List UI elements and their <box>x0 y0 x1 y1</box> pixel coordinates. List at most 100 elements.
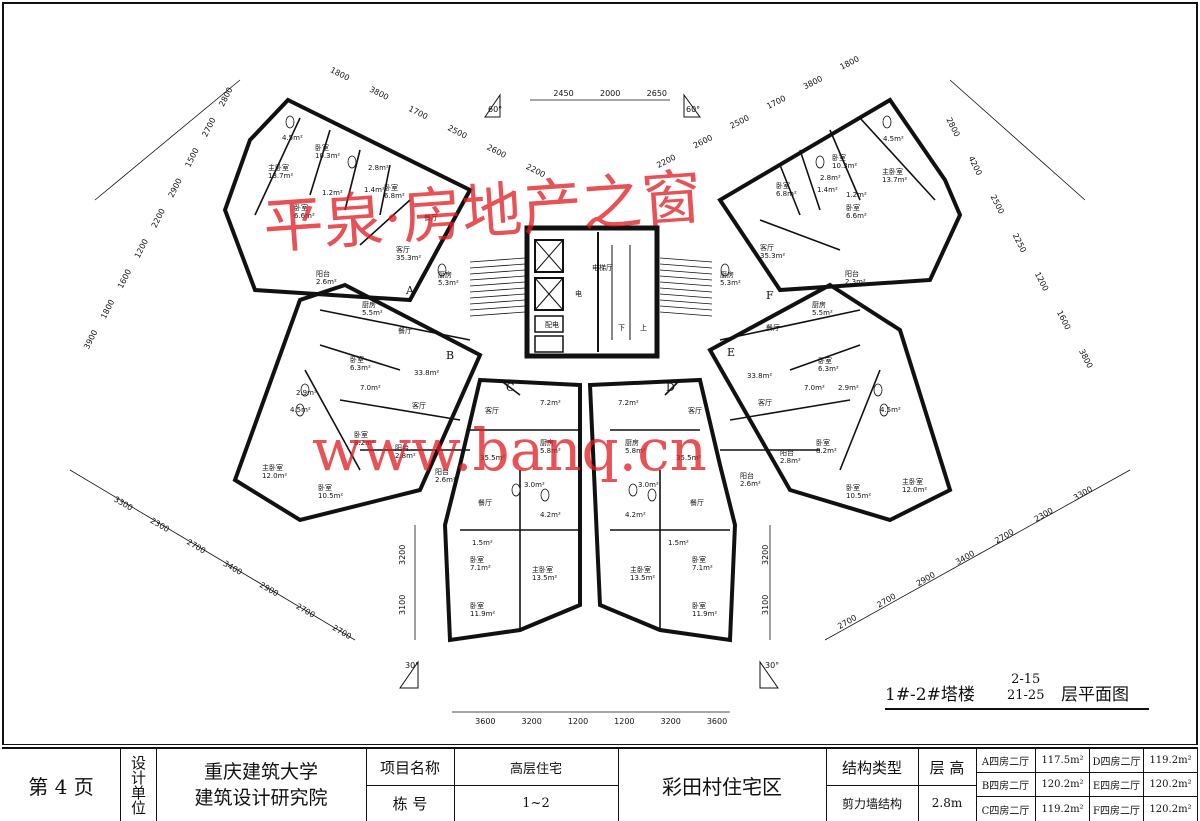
partition-wall <box>759 219 841 251</box>
room-area: 13.7m² <box>268 172 293 180</box>
dimension-label: 1600 <box>116 268 133 290</box>
toilet-fixture <box>300 383 310 397</box>
partition-wall <box>339 399 461 421</box>
room-name: 阳台 <box>316 269 330 278</box>
angle-label: 60° <box>488 105 502 114</box>
district-name: 彩田村住宅区 <box>662 774 782 799</box>
dimension-label: 2700 <box>331 623 353 641</box>
dimension-label: 3800 <box>368 85 390 102</box>
room-name: 厨房 <box>625 438 639 447</box>
unit-e-outline <box>707 282 953 523</box>
room-area: 8.2m² <box>816 447 837 455</box>
dimension-label: 2600 <box>692 133 714 150</box>
plan-title-floors-bottom: 21-25 <box>1007 688 1045 703</box>
dimension-label: 2450 <box>553 89 573 98</box>
floor-height-value: 2.8m <box>931 796 963 810</box>
room-area: 35.3m² <box>760 252 785 260</box>
dimension-label: 4200 <box>966 155 983 177</box>
room-area: 11.9m² <box>692 610 717 618</box>
stair-tread <box>469 275 526 281</box>
dimension-label: 1200 <box>614 717 634 726</box>
partition-wall <box>779 164 801 216</box>
plan-title-suffix: 层平面图 <box>1061 685 1129 705</box>
stair-tread <box>659 293 713 299</box>
project-name-label: 项目名称 <box>379 758 440 777</box>
room-area: 7.2m² <box>618 399 639 407</box>
room-area: 33.8m² <box>747 372 772 380</box>
room-name: 卧室 <box>470 601 484 610</box>
stair-tread <box>469 269 526 275</box>
unit-a-outline <box>222 97 473 303</box>
unit-letter: E <box>727 346 735 359</box>
room-name: 厨房 <box>812 300 826 309</box>
room-area: 2.6m² <box>740 480 761 488</box>
plan-title-main: 1#-2#塔楼 <box>885 685 975 705</box>
plan-title-underline <box>885 708 1149 710</box>
core-block <box>469 225 713 359</box>
dimension-label: 1200 <box>568 717 588 726</box>
dimension-label: 1800 <box>838 54 860 71</box>
room-name: 主卧室 <box>268 163 289 172</box>
partition-wall <box>729 399 851 421</box>
dimension-label: 2900 <box>167 177 184 199</box>
unit-area-cell: 120.2m² <box>1144 773 1198 797</box>
stair-tread <box>659 287 713 293</box>
room-area: 2.6m² <box>435 476 456 484</box>
toilet-fixture <box>285 115 295 129</box>
dimension-lines <box>69 79 1131 713</box>
room-area: 35.5m² <box>480 454 505 462</box>
room-area: 2.9m² <box>838 384 859 392</box>
room-name: 卧室 <box>318 483 332 492</box>
room-area: 5.8m² <box>625 447 646 455</box>
unit-type-cell: E四房二厅 <box>1090 773 1144 797</box>
dimension-label: 2200 <box>150 207 167 229</box>
stair-tread <box>469 257 526 263</box>
room-area: 2.8m² <box>820 174 841 182</box>
dimension-label: 2000 <box>600 89 620 98</box>
room-name: 餐厅 <box>478 498 492 507</box>
room-name: 卧室 <box>692 555 706 564</box>
org-line2: 建筑设计研究院 <box>194 787 328 809</box>
unit-area-cell: 120.2m² <box>1036 773 1090 797</box>
unit-type-cell: B四房二厅 <box>976 773 1036 797</box>
unit-area-cell: 120.2m² <box>1144 797 1198 821</box>
dimension-label: 3300 <box>112 495 134 513</box>
room-name: 主卧室 <box>630 565 651 574</box>
unit-area-cell: 119.2m² <box>1144 749 1198 773</box>
room-area: 2.6m² <box>316 278 337 286</box>
room-area: 4.5m² <box>883 135 904 143</box>
room-area: 1.2m² <box>846 191 867 199</box>
room-name: 卧室 <box>294 203 308 212</box>
dimension-label: 3600 <box>475 717 495 726</box>
core-label: 电 <box>575 289 582 298</box>
dimension-label: 3400 <box>222 559 244 577</box>
room-name: 餐厅 <box>690 498 704 507</box>
page-number: 第 4 页 <box>28 774 94 799</box>
toilet-fixture <box>540 488 550 502</box>
room-area: 2.8m² <box>780 457 801 465</box>
unit-letter: C <box>506 381 514 394</box>
dimension-label: 3400 <box>954 549 976 567</box>
toilet-fixture <box>720 263 730 277</box>
dimension-label: 3200 <box>398 545 407 565</box>
core-label: 电梯厅 <box>592 263 613 272</box>
room-area: 2.8m² <box>368 164 389 172</box>
dimension-label: 1700 <box>407 104 429 121</box>
stair-tread <box>469 281 526 287</box>
dimension-label: 2700 <box>993 527 1015 545</box>
room-area: 10.5m² <box>846 492 871 500</box>
room-area: 3.0m² <box>638 481 659 489</box>
wing-walls <box>222 97 963 643</box>
room-area: 5.8m² <box>540 447 561 455</box>
room-name: 客厅 <box>396 245 410 254</box>
dimension-label: 2700 <box>185 538 207 556</box>
partition-wall <box>829 129 861 201</box>
stair-tread <box>659 269 713 275</box>
room-name: 卧室 <box>350 355 364 364</box>
room-area: 4.5m² <box>880 406 901 414</box>
partition-wall <box>319 309 471 341</box>
